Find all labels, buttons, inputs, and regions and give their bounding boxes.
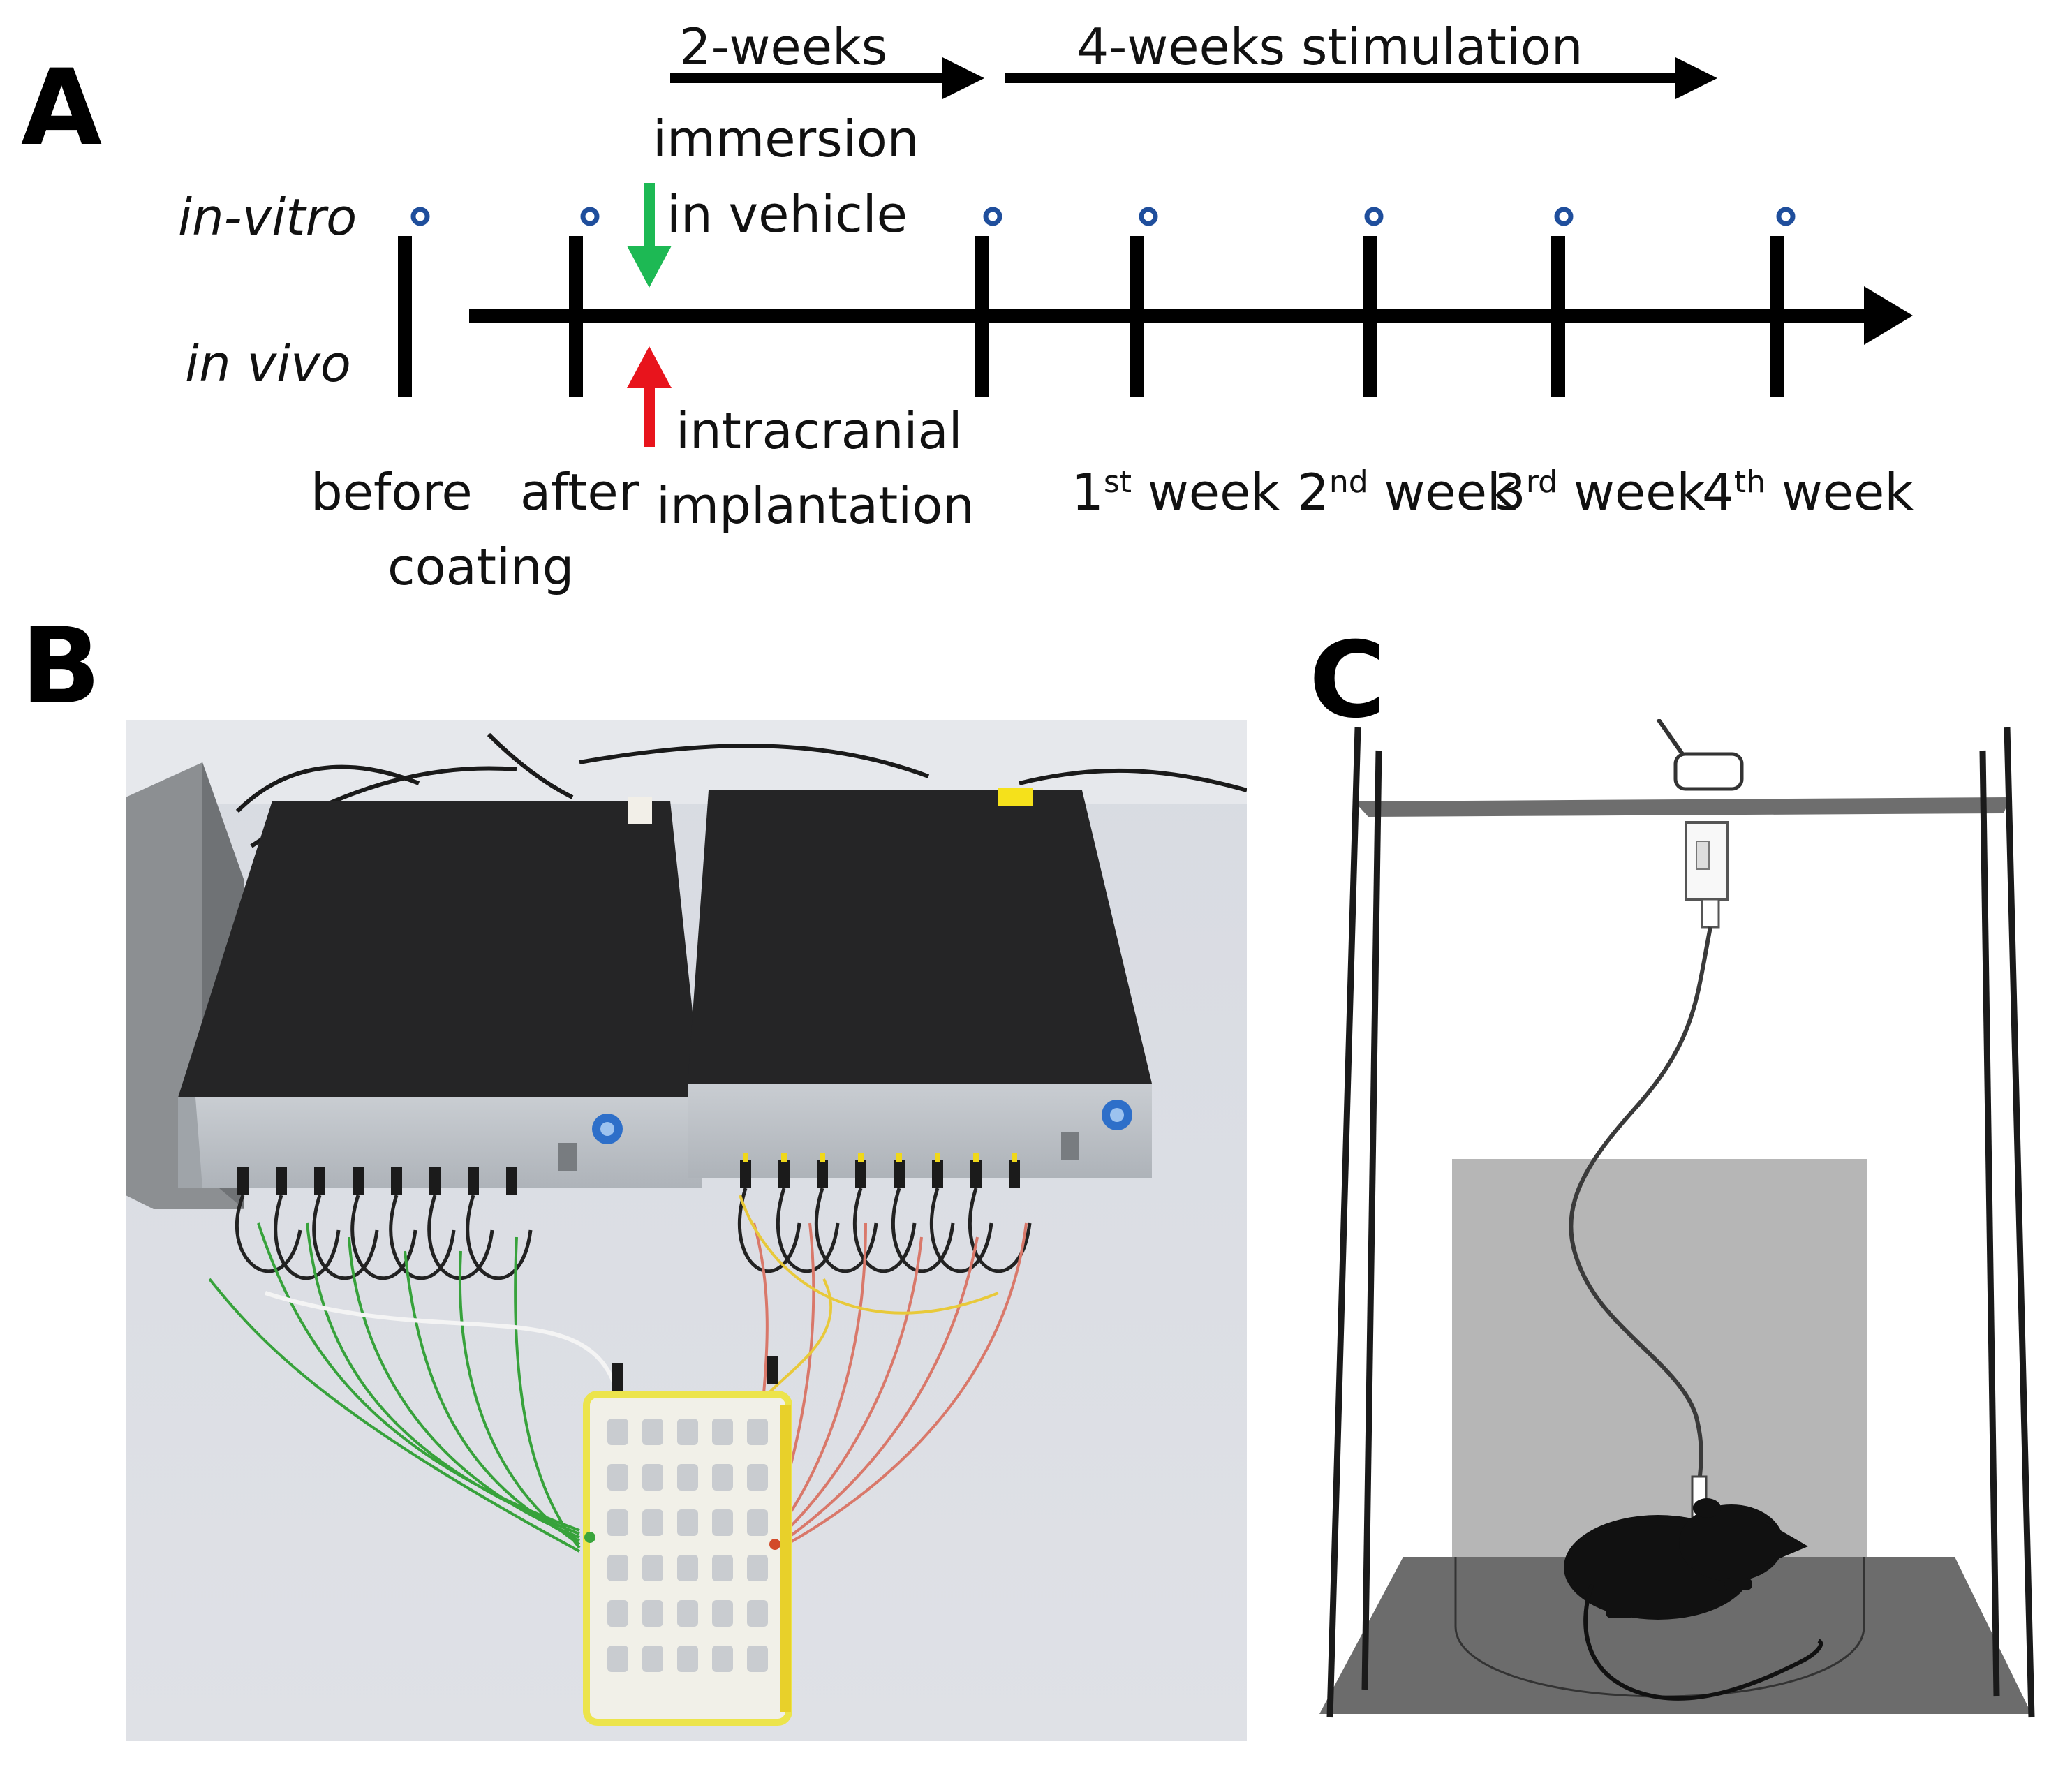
- span-arrow-2-weeks: [670, 57, 984, 99]
- rat-tail: [1583, 1584, 1823, 1701]
- marker-before: [410, 207, 430, 226]
- implantation-label-line1: intracranial: [676, 401, 963, 460]
- tick-label-after: after: [520, 463, 639, 522]
- panel-label-c: C: [1309, 620, 1386, 741]
- immersion-label-line1: immersion: [653, 110, 919, 168]
- timeline-graphic: [398, 57, 1913, 447]
- row-label-in-vitro: in-vitro: [178, 188, 357, 246]
- green-wires: [208, 1222, 581, 1553]
- cage-floor: [1319, 1557, 2032, 1714]
- panel-label-a: A: [21, 47, 103, 169]
- marker-week-1: [1139, 207, 1158, 226]
- marker-week-2: [1364, 207, 1384, 226]
- stimulator-photo: [126, 720, 1247, 1741]
- frame-rods: [1326, 727, 2035, 1718]
- marker-implant-end: [983, 207, 1002, 226]
- marker-week-4: [1776, 207, 1796, 226]
- stimulator-box-right: [688, 788, 1152, 1188]
- cage-diagram: [1305, 719, 2059, 1745]
- red-arrow-up: [627, 346, 672, 447]
- tick-label-week-4: 4th week: [1702, 463, 1914, 522]
- implantation-label-line2: implantation: [656, 476, 975, 535]
- marker-after: [580, 207, 600, 226]
- green-arrow-down: [627, 183, 672, 288]
- camera-icon: [1673, 752, 1744, 791]
- span-arrow-4-weeks: [1005, 57, 1717, 99]
- rat-icon: [1564, 1498, 1808, 1620]
- white-wire: [265, 1291, 616, 1385]
- electrode-board: [583, 1391, 792, 1726]
- tick-label-coating: coating: [387, 538, 575, 596]
- span-label-4-weeks: 4-weeks stimulation: [1076, 17, 1583, 76]
- stimulator-box-left: [178, 797, 702, 1195]
- in-vitro-markers: [410, 207, 1796, 226]
- panel-label-b: B: [21, 606, 101, 727]
- span-label-2-weeks: 2-weeks: [679, 17, 888, 76]
- cable-loops-right: [737, 1188, 1032, 1273]
- tick-label-week-1: 1st week: [1072, 463, 1280, 522]
- tick-label-week-2: 2nd week: [1297, 463, 1516, 522]
- tick-label-before: before: [311, 463, 473, 522]
- time-axis: [469, 286, 1913, 345]
- tick-marks: [398, 236, 1784, 397]
- immersion-label-line2: in vehicle: [667, 185, 908, 244]
- tether-cable: [1569, 926, 1712, 1495]
- marker-week-3: [1554, 207, 1574, 226]
- top-shelf: [1354, 797, 2011, 817]
- tick-label-week-3: 3rd week: [1494, 463, 1706, 522]
- commutator-icon: [1685, 821, 1729, 929]
- cable-loops-left: [235, 1195, 533, 1280]
- row-label-in-vivo: in vivo: [185, 334, 351, 393]
